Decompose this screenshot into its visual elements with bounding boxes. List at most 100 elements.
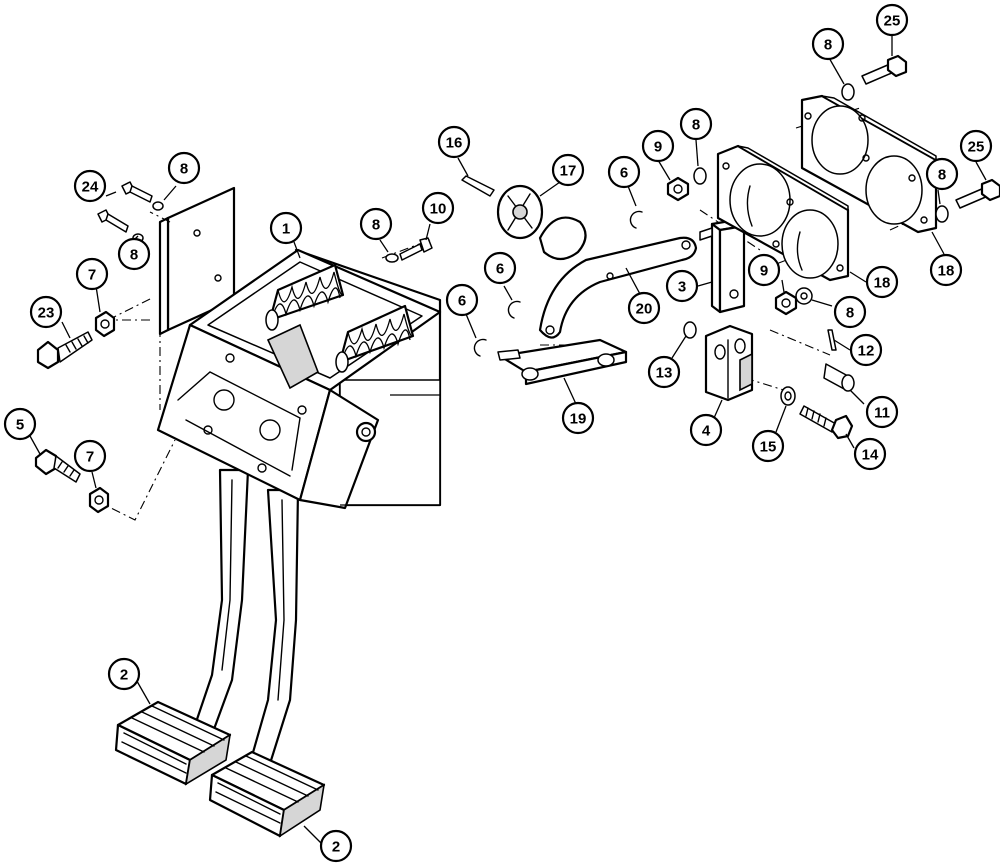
- callout-circle: [29, 295, 63, 329]
- callout-5: 5: [3, 407, 37, 441]
- callout-8: 8: [925, 157, 959, 191]
- block-3: [699, 218, 746, 314]
- callout-label: 4: [702, 423, 711, 440]
- callout-19: 19: [561, 401, 595, 435]
- callout-circle: [607, 155, 641, 189]
- washer-8-mid: [693, 167, 707, 185]
- callout-label: 15: [760, 439, 777, 456]
- callout-circle: [925, 157, 959, 191]
- pin-11: [823, 363, 855, 392]
- link-19: [497, 338, 628, 386]
- return-spring-right: [335, 304, 415, 373]
- callout-label: 8: [130, 247, 138, 264]
- callout-label: 9: [760, 263, 768, 280]
- pedal-arm-left: [188, 468, 250, 742]
- callout-circle: [647, 355, 681, 389]
- callout-label: 25: [968, 139, 985, 156]
- callout-circle: [751, 429, 785, 463]
- callout-4: 4: [689, 413, 723, 447]
- callout-label: 9: [654, 139, 662, 156]
- callout-label: 18: [938, 263, 955, 280]
- callout-label: 24: [82, 179, 99, 196]
- callout-11: 11: [865, 395, 899, 429]
- callout-label: 12: [858, 343, 875, 360]
- callout-circle: [167, 151, 201, 185]
- callout-circle: [627, 291, 661, 325]
- washer-15: [780, 386, 796, 406]
- callout-circle: [689, 413, 723, 447]
- callout-label: 2: [120, 667, 128, 684]
- callout-bubbles: 1223456667788888889910111213141516171818…: [3, 3, 993, 863]
- callout-label: 8: [372, 217, 380, 234]
- callout-label: 6: [458, 293, 466, 310]
- return-spring-left: [265, 263, 345, 331]
- callout-18: 18: [865, 265, 899, 299]
- snap-ring-6-c: [473, 338, 487, 357]
- callout-16: 16: [437, 125, 471, 159]
- callout-9: 9: [641, 129, 675, 163]
- washer-8-right: [935, 205, 949, 223]
- callout-label: 8: [692, 117, 700, 134]
- snap-ring-6-a: [629, 210, 643, 229]
- washer-8-lower-right: [795, 287, 813, 305]
- callout-circle: [551, 153, 585, 187]
- callout-label: 8: [824, 37, 832, 54]
- nut-9-lower: [774, 290, 798, 316]
- callout-label: 8: [938, 167, 946, 184]
- callout-label: 8: [846, 305, 854, 322]
- callout-9: 9: [747, 253, 781, 287]
- callout-3: 3: [665, 269, 699, 303]
- callout-6: 6: [445, 283, 479, 317]
- callout-24: 24: [73, 169, 107, 203]
- callout-circle: [73, 439, 107, 473]
- callout-label: 23: [38, 305, 55, 322]
- callout-6: 6: [607, 155, 641, 189]
- callout-circle: [665, 269, 699, 303]
- callout-circle: [359, 207, 393, 241]
- callout-10: 10: [421, 191, 455, 225]
- mounting-plate-18-rear: [800, 94, 938, 234]
- callout-25: 25: [959, 129, 993, 163]
- callout-18: 18: [929, 253, 963, 287]
- snap-ring-6-b: [507, 300, 521, 319]
- cotter-pin-12: [827, 329, 837, 351]
- nut-7-upper: [94, 310, 116, 338]
- callout-23: 23: [29, 295, 63, 329]
- callout-17: 17: [551, 153, 585, 187]
- callout-label: 17: [560, 163, 577, 180]
- callout-label: 3: [678, 279, 686, 296]
- callout-12: 12: [849, 333, 883, 367]
- callout-2: 2: [319, 829, 353, 863]
- nut-9-upper: [666, 176, 690, 202]
- pedal-pad-right: [208, 750, 326, 838]
- callout-circle: [875, 3, 909, 37]
- callout-label: 6: [620, 165, 628, 182]
- washer-8-upper-right: [841, 83, 855, 101]
- callout-circle: [107, 657, 141, 691]
- callout-circle: [561, 401, 595, 435]
- callout-7: 7: [75, 257, 109, 291]
- callout-circle: [747, 253, 781, 287]
- callout-circle: [445, 283, 479, 317]
- callout-circle: [75, 257, 109, 291]
- bolt-14: [799, 405, 854, 440]
- callout-circle: [679, 107, 713, 141]
- callout-circle: [421, 191, 455, 225]
- callout-circle: [319, 829, 353, 863]
- callout-label: 10: [430, 201, 447, 218]
- callout-label: 20: [636, 301, 653, 318]
- washer-13: [683, 321, 697, 339]
- screw-24-lower: [97, 209, 144, 243]
- bolt-23: [36, 331, 93, 370]
- callout-circle: [833, 295, 867, 329]
- callout-8: 8: [167, 151, 201, 185]
- callout-2: 2: [107, 657, 141, 691]
- callout-8: 8: [117, 237, 151, 271]
- callout-circle: [117, 237, 151, 271]
- callout-circle: [853, 437, 887, 471]
- callout-circle: [849, 333, 883, 367]
- callout-8: 8: [359, 207, 393, 241]
- nut-7-lower: [88, 486, 110, 514]
